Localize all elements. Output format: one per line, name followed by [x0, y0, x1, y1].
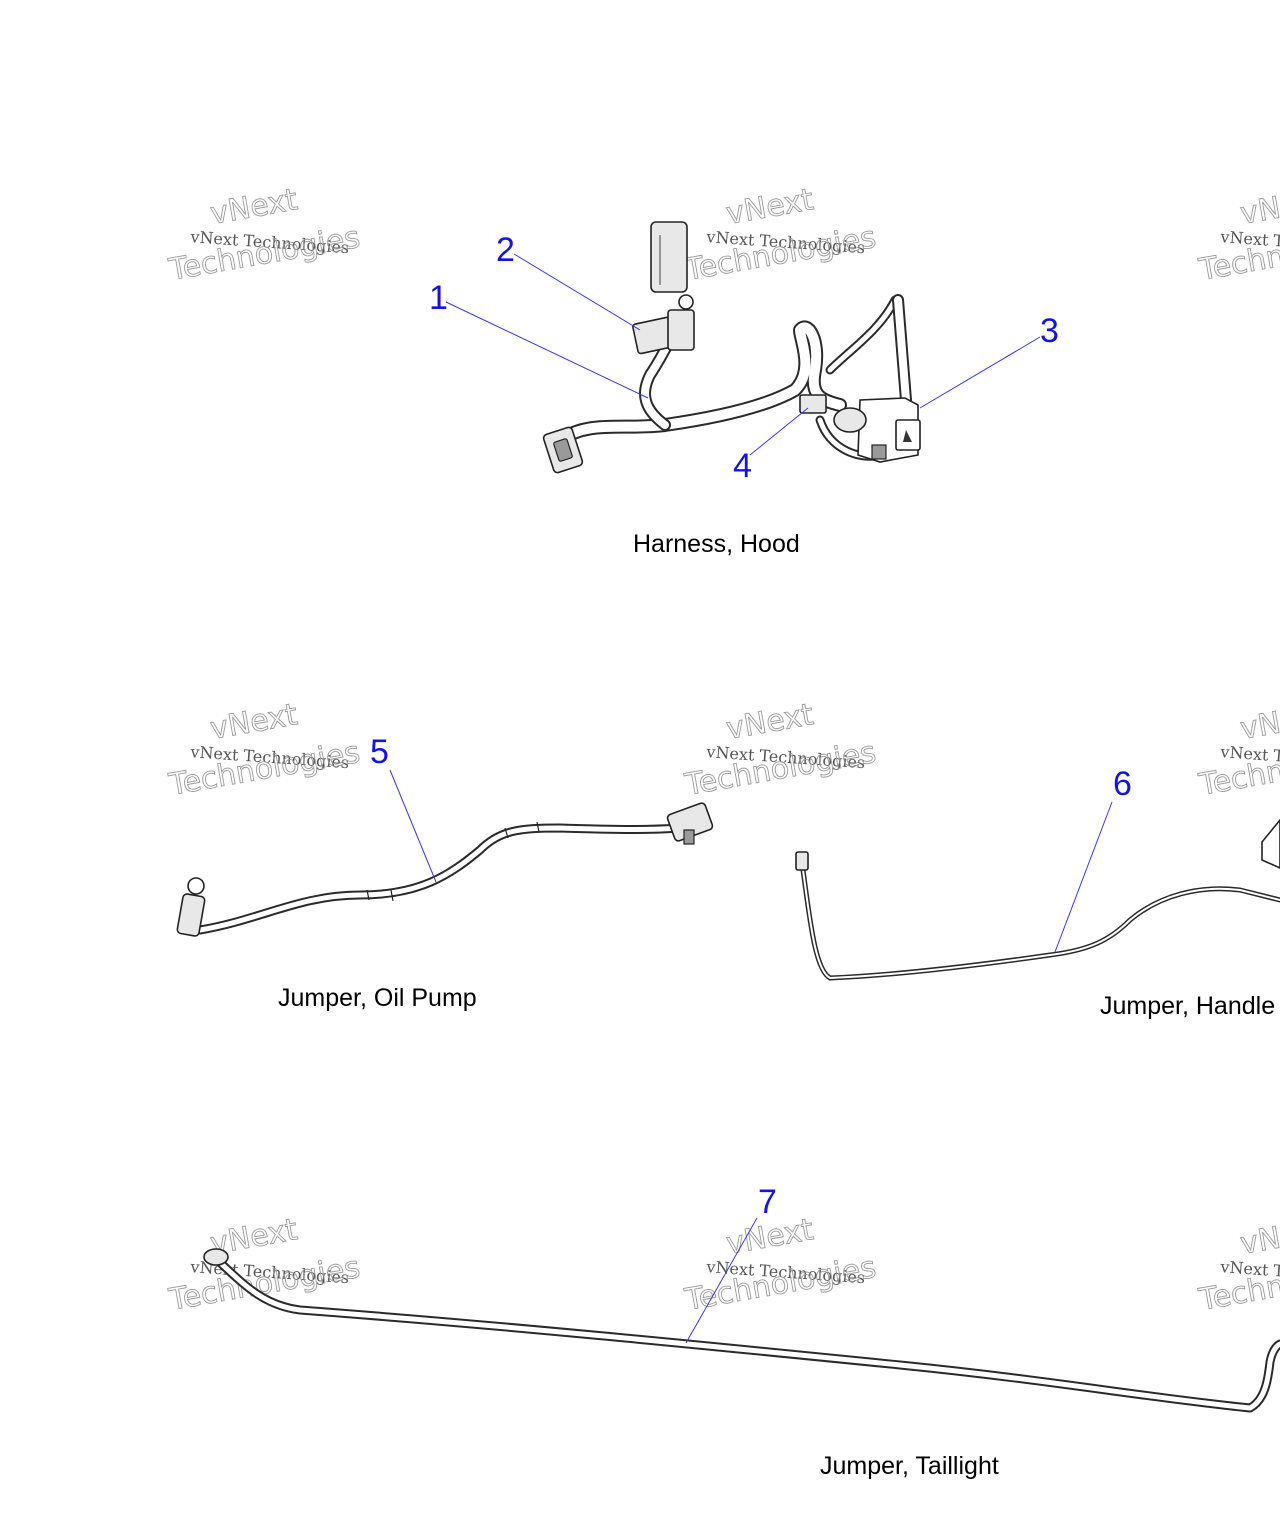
harness-hood-illustration — [542, 221, 921, 474]
callout-1[interactable]: 1 — [429, 279, 448, 317]
callout-4[interactable]: 4 — [733, 447, 752, 485]
leader-line-2 — [513, 253, 641, 331]
callout-7[interactable]: 7 — [758, 1183, 777, 1221]
watermark: vNext vNext Technologies Technologies — [1195, 182, 1280, 289]
caption-jumper-taillight: Jumper, Taillight — [820, 1452, 999, 1480]
caption-harness-hood: Harness, Hood — [633, 530, 800, 558]
jumper-handle-illustration — [795, 818, 1280, 981]
watermark-big-line1: vNext — [724, 182, 817, 232]
watermark: vNext vNext Technologies Technologies — [165, 182, 363, 289]
callout-2[interactable]: 2 — [496, 231, 515, 269]
watermark-big-line1: vNext — [1238, 182, 1280, 232]
leader-line-5 — [389, 769, 437, 883]
watermark: vNext vNext Technologies Technologies — [165, 697, 363, 804]
watermark-big-line1: vNext — [1238, 697, 1280, 747]
leader-line-1 — [445, 301, 649, 399]
watermark-big-line1: vNext — [208, 697, 301, 747]
callout-3[interactable]: 3 — [1040, 312, 1059, 350]
watermark-big-line1: vNext — [724, 697, 817, 747]
watermark: vNext vNext Technologies Technologies — [1195, 1212, 1280, 1319]
watermark-layer: vNext vNext Technologies Technologies vN… — [165, 182, 1280, 1319]
leader-line-6 — [1054, 801, 1113, 953]
leader-lines-hood — [445, 253, 1041, 456]
leader-line-3 — [919, 336, 1041, 409]
watermark: vNext vNext Technologies Technologies — [681, 697, 879, 804]
caption-jumper-oil-pump: Jumper, Oil Pump — [278, 984, 477, 1012]
watermark-big-line1: vNext — [208, 182, 301, 232]
jumper-oil-pump-illustration — [176, 802, 714, 937]
watermark-big-line1: vNext — [1238, 1212, 1280, 1262]
leader-line-7 — [685, 1217, 758, 1344]
watermark: vNext vNext Technologies Technologies — [1195, 697, 1280, 804]
caption-jumper-handle: Jumper, Handle — [1100, 992, 1275, 1020]
watermark: vNext vNext Technologies Technologies — [681, 182, 879, 289]
jumper-taillight-illustration — [203, 1248, 1280, 1413]
callout-6[interactable]: 6 — [1113, 765, 1132, 803]
leader-line-4 — [749, 407, 809, 456]
callout-5[interactable]: 5 — [370, 733, 389, 771]
